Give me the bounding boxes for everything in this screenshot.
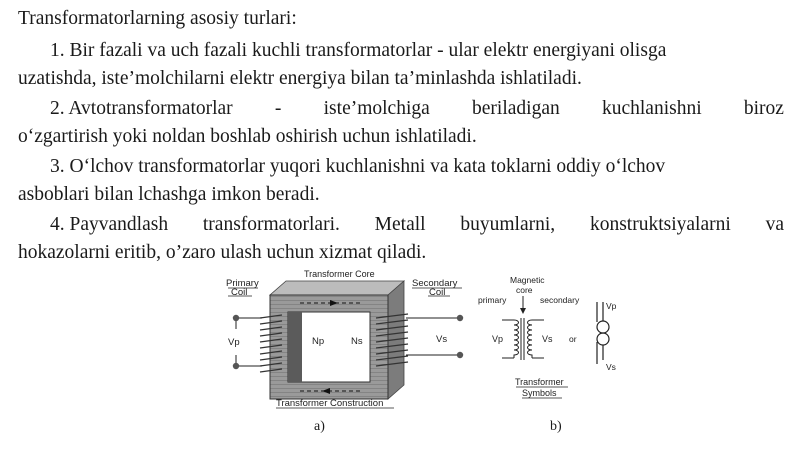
secondary-leads bbox=[406, 317, 460, 356]
or-label: or bbox=[569, 334, 577, 344]
secondary-coil-label-1: Secondary bbox=[412, 278, 458, 289]
construction-label: Transformer Construction bbox=[276, 398, 383, 409]
symbol-vp-right-label: Vp bbox=[606, 301, 617, 311]
symbol-vs-label: Vs bbox=[542, 334, 553, 344]
primary-leads bbox=[235, 317, 262, 367]
item-4-word: Metall bbox=[374, 214, 426, 235]
item-4-word: va bbox=[765, 214, 784, 235]
np-label: Np bbox=[312, 336, 324, 347]
symbol-vp-label: Vp bbox=[492, 334, 503, 344]
figure-a-caption: a) bbox=[314, 419, 325, 434]
figure-b-caption: b) bbox=[550, 419, 562, 434]
item-2-word: biroz bbox=[743, 98, 784, 119]
primary-coil-label-2: Coil bbox=[231, 287, 247, 298]
item-2-word: iste’molchiga bbox=[323, 98, 430, 119]
primary-coil-label-1: Primary bbox=[226, 278, 259, 289]
symbols-label-2: Symbols bbox=[522, 388, 557, 398]
secondary-terminal-bottom bbox=[456, 351, 464, 359]
item-1-line-2: uzatishda, iste’molchilarni elektr energ… bbox=[18, 68, 582, 89]
heading: Transformatorlarning asosiy turlari: bbox=[18, 8, 297, 29]
secondary-coil-label-2: Coil bbox=[429, 287, 445, 298]
item-2-line-1: 2. Avtotransformatorlar - iste’molchiga … bbox=[50, 97, 784, 121]
symbols-label-1: Transformer bbox=[515, 377, 564, 387]
item-4-word: transformatorlari. bbox=[202, 214, 340, 235]
magnetic-core-label-2: core bbox=[516, 285, 533, 295]
secondary-terminal-top bbox=[456, 314, 464, 322]
item-4-line-2: hokazolarni eritib, o’zaro ulash uchun x… bbox=[18, 242, 427, 263]
vp-label: Vp bbox=[228, 337, 240, 348]
item-2-word: beriladigan bbox=[472, 98, 560, 119]
transformer-symbol bbox=[502, 318, 544, 360]
primary-label: primary bbox=[478, 295, 507, 305]
primary-winding bbox=[259, 314, 283, 373]
primary-terminal-top bbox=[232, 314, 240, 322]
item-2-word: 2. Avtotransformatorlar bbox=[50, 98, 233, 119]
item-3-line-1: 3. O‘lchov transformatorlar yuqori kuchl… bbox=[50, 156, 666, 177]
vs-label: Vs bbox=[436, 334, 447, 345]
secondary-winding bbox=[375, 313, 409, 367]
magnetic-core-label-1: Magnetic bbox=[510, 275, 545, 285]
transformer-symbol-circles bbox=[596, 302, 610, 364]
item-2-word: kuchlanishni bbox=[601, 98, 702, 119]
item-2-line-2: o‘zgartirish yoki noldan boshlab oshiris… bbox=[18, 126, 477, 147]
primary-terminal-bottom bbox=[232, 362, 240, 370]
item-1-line-1: 1. Bir fazali va uch fazali kuchli trans… bbox=[50, 40, 667, 61]
item-4-word: konstruktsiyalarni bbox=[589, 214, 731, 235]
ns-label: Ns bbox=[351, 336, 363, 347]
symbol-vs-right-label: Vs bbox=[606, 362, 616, 372]
item-2-word: - bbox=[274, 98, 282, 119]
core-top-face bbox=[268, 280, 406, 296]
item-4-word: buyumlarni, bbox=[460, 214, 556, 235]
item-3-line-2: asboblari bilan lchashga imkon beradi. bbox=[18, 184, 320, 205]
item-4-line-1: 4. Payvandlash transformatorlari. Metall… bbox=[50, 213, 784, 237]
core-label: Transformer Core bbox=[304, 269, 375, 279]
secondary-label: secondary bbox=[540, 295, 580, 305]
item-4-word: 4. Payvandlash bbox=[50, 214, 169, 235]
